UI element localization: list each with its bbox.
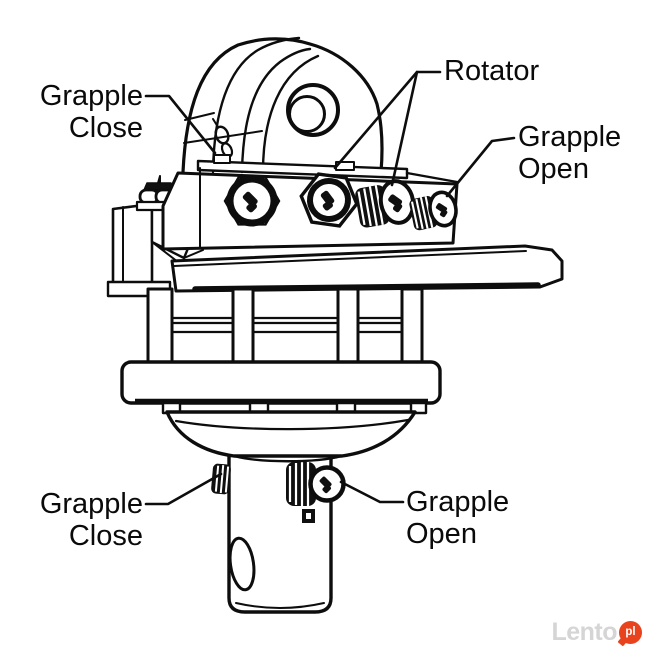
leader-grapple-close-bottom [144, 472, 223, 506]
shackle-hole [286, 83, 340, 137]
leader-rotator-b [390, 70, 419, 187]
lento-watermark: Lento pl [551, 618, 642, 646]
callout-grapple-close-top: Grapple Close [18, 80, 143, 144]
lento-logo-text: Lento [551, 618, 617, 646]
callout-line: Open [406, 518, 477, 550]
callout-grapple-open-bottom: Grapple Open [406, 486, 509, 550]
callout-rotator: Rotator [444, 55, 539, 87]
callout-line: Close [68, 520, 143, 552]
hydraulic-port-3 [355, 179, 416, 228]
hydraulic-port-2 [299, 172, 359, 228]
leader-grapple-close-top [144, 94, 217, 155]
callout-line: Open [518, 153, 589, 185]
lento-pl-badge: pl [619, 620, 642, 644]
callout-line: Rotator [444, 55, 540, 87]
shaft-port-left [211, 463, 231, 495]
lifting-shackle [181, 36, 459, 184]
lower-flange-band [120, 360, 442, 415]
lento-badge-text: pl [625, 626, 636, 638]
hydraulic-port-4 [409, 190, 458, 231]
cage-section [146, 287, 424, 367]
callout-line: Grapple [518, 121, 622, 153]
callout-line: Grapple [39, 80, 143, 112]
callout-grapple-open-right: Grapple Open [518, 121, 621, 185]
leader-grapple-open-bottom [339, 480, 405, 504]
leader-grapple-open-right [445, 136, 516, 198]
shaft-port-right [286, 462, 346, 506]
top-flange-plate [170, 244, 564, 293]
lower-housing-bowl [165, 410, 417, 463]
callout-line: Grapple [406, 486, 510, 518]
callout-grapple-close-bottom: Grapple Close [18, 488, 143, 552]
hydraulic-port-1 [223, 175, 281, 227]
callout-line: Close [68, 112, 143, 144]
callout-line: Grapple [39, 488, 143, 520]
